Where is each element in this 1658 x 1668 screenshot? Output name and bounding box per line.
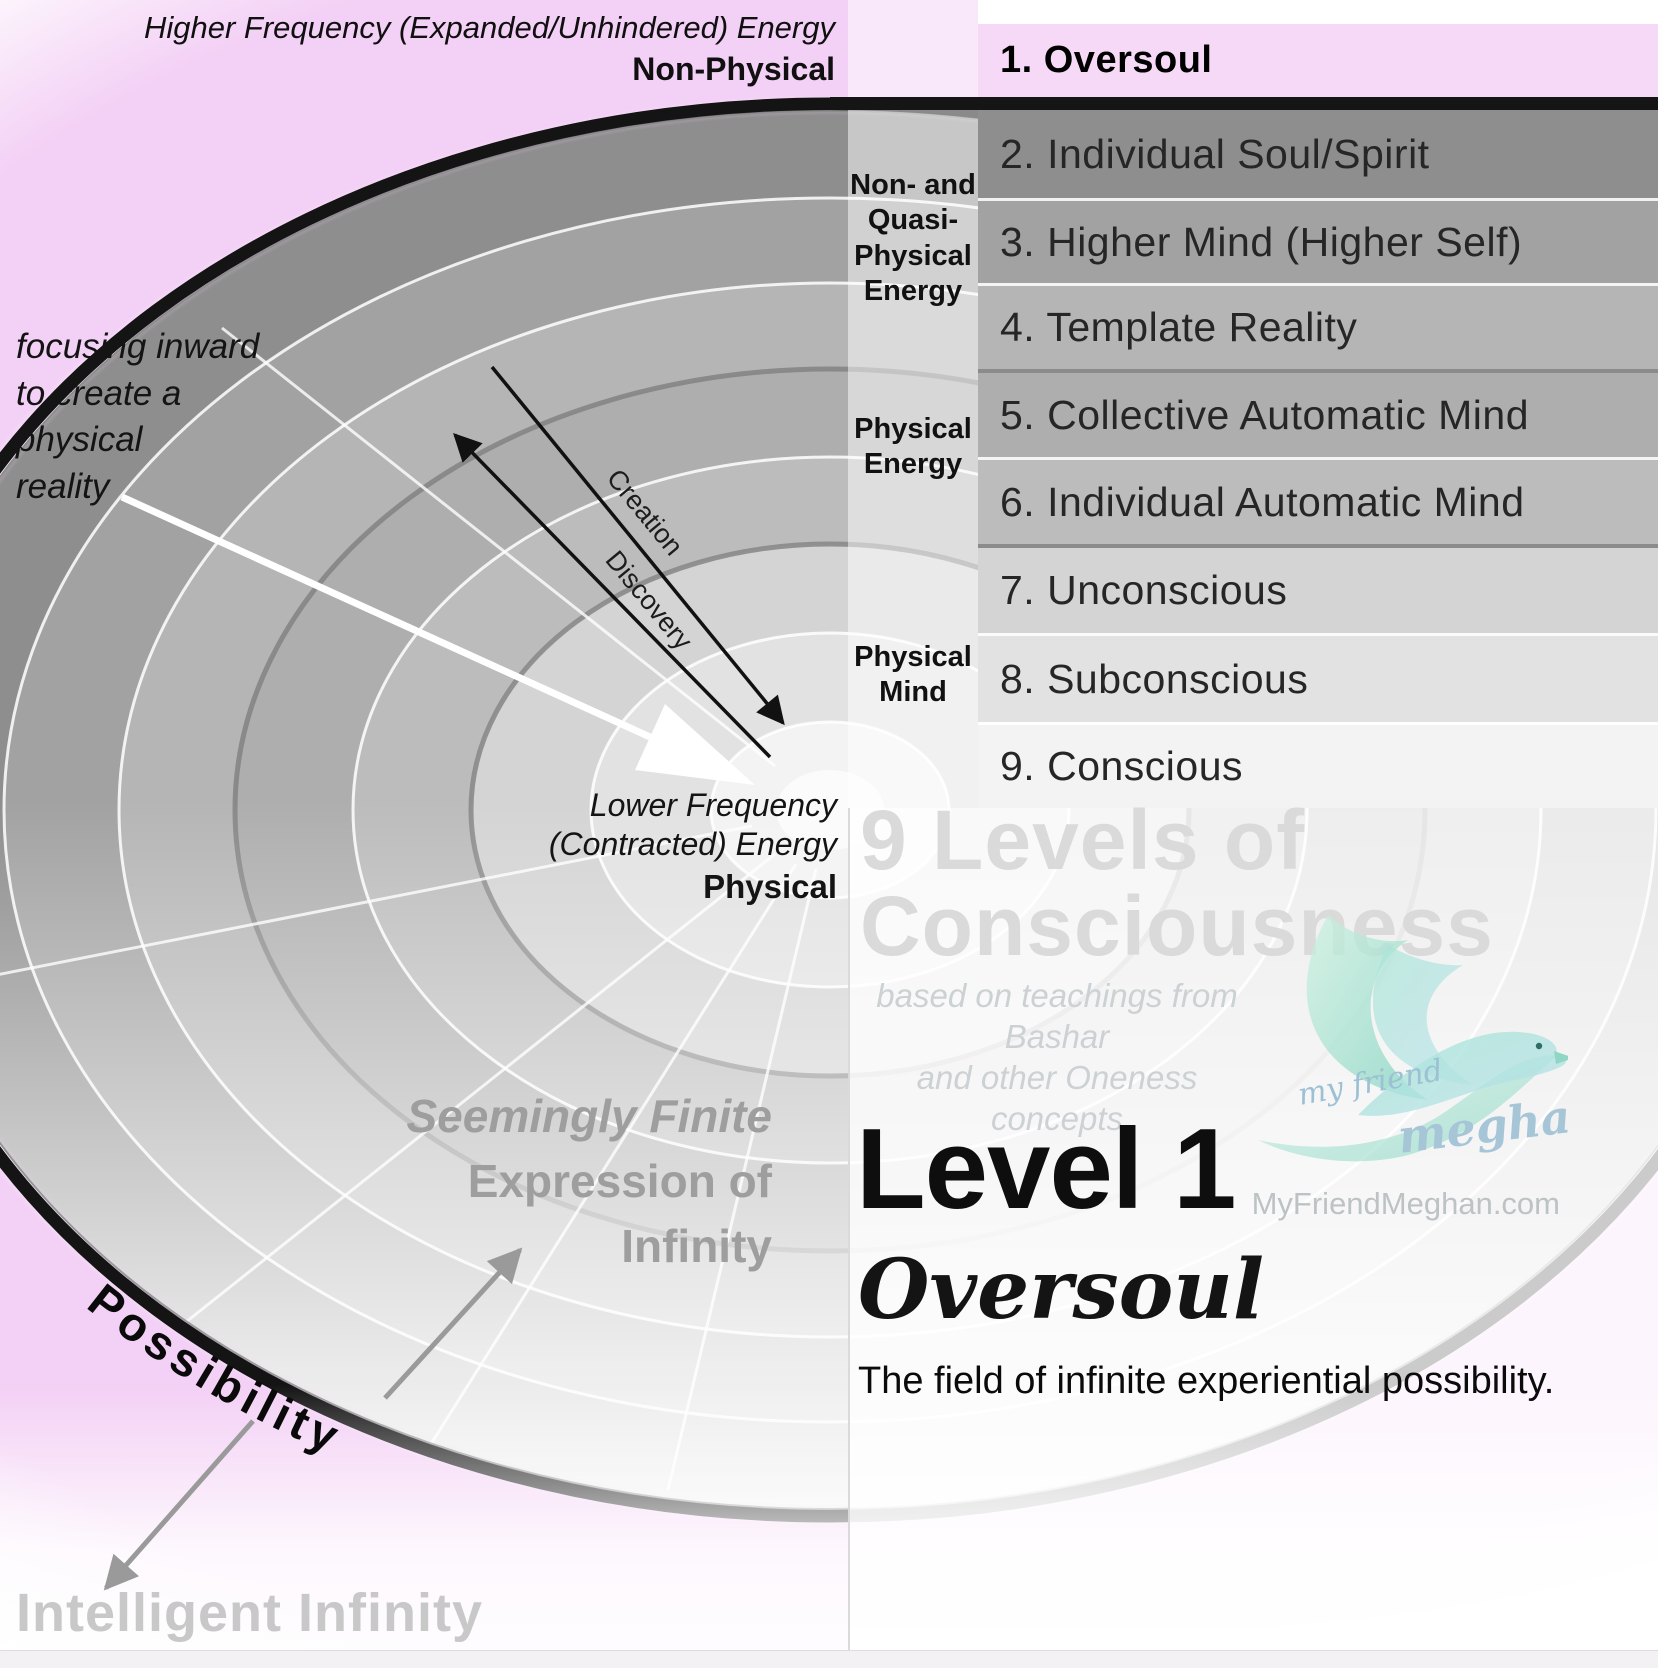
intelligent-infinity-label: Intelligent Infinity bbox=[16, 1583, 483, 1643]
subtitle-line1: based on teachings from Bashar bbox=[876, 977, 1238, 1055]
lower-frequency-line1: Lower Frequency bbox=[589, 787, 837, 823]
bird-icon bbox=[1258, 915, 1568, 1162]
level-row-8: 8. Subconscious bbox=[978, 633, 1658, 722]
seemingly-finite-line3: Infinity bbox=[621, 1219, 772, 1272]
level-description: The field of infinite experiential possi… bbox=[858, 1360, 1555, 1402]
right-panel-backdrop bbox=[848, 808, 1658, 1668]
level-title: Level 1 bbox=[856, 1106, 1237, 1233]
lower-frequency-line2: (Contracted) Energy bbox=[548, 826, 837, 863]
vertical-divider-line bbox=[848, 808, 850, 1652]
row-divider-black-bar bbox=[830, 97, 1658, 110]
group-label-column bbox=[848, 0, 978, 808]
gray-direction-arrows bbox=[103, 1247, 523, 1591]
bottom-edge-band bbox=[0, 1650, 1658, 1668]
creation-discovery-arrows bbox=[453, 365, 785, 759]
level-row-6: 6. Individual Automatic Mind bbox=[978, 457, 1658, 544]
level-row-7: 7. Unconscious bbox=[978, 544, 1658, 633]
level-name-script: Oversoul bbox=[858, 1242, 1265, 1338]
higher-frequency-header: Higher Frequency (Expanded/Unhindered) E… bbox=[144, 10, 835, 88]
level-row-2: 2. Individual Soul/Spirit bbox=[978, 110, 1658, 198]
level-row-1: 1. Oversoul bbox=[978, 24, 1658, 97]
higher-frequency-label: Higher Frequency (Expanded/Unhindered) E… bbox=[143, 10, 835, 45]
physical-label: Physical bbox=[703, 868, 837, 906]
subtitle-line2: and other Oneness concepts bbox=[916, 1058, 1198, 1137]
website-label: MyFriendMeghan.com bbox=[1251, 1186, 1560, 1221]
focusing-inward-note: focusing inward to create a physical rea… bbox=[16, 327, 260, 506]
level-row-4: 4. Template Reality bbox=[978, 283, 1658, 369]
lower-frequency-label-block: Lower Frequency (Contracted) Energy Phys… bbox=[549, 786, 837, 906]
group-label-nonquasi-physical-energy: Non- and Quasi- Physical Energy bbox=[850, 169, 976, 308]
group-label-physical-energy: Physical Energy bbox=[854, 413, 972, 481]
seemingly-finite-line2: Expression of bbox=[467, 1154, 772, 1207]
level-row-3: 3. Higher Mind (Higher Self) bbox=[978, 198, 1658, 283]
seemingly-finite-line1: Seemingly Finite bbox=[406, 1090, 772, 1142]
level-row-5: 5. Collective Automatic Mind bbox=[978, 369, 1658, 457]
focusing-inward-arrow bbox=[120, 493, 755, 785]
seemingly-finite-label-block: Seemingly Finite Expression of Infinity bbox=[406, 1084, 772, 1279]
group-label-physical-mind: Physical Mind bbox=[854, 641, 972, 709]
watermark-line1: 9 Levels of bbox=[860, 793, 1306, 887]
non-physical-label: Non-Physical bbox=[632, 51, 835, 87]
level-row-9: 9. Conscious bbox=[978, 722, 1658, 808]
watermark-subtitle: based on teachings from Bashar and other… bbox=[856, 976, 1258, 1140]
my-friend-meghan-logo: my friend meghan bbox=[1258, 915, 1568, 1164]
